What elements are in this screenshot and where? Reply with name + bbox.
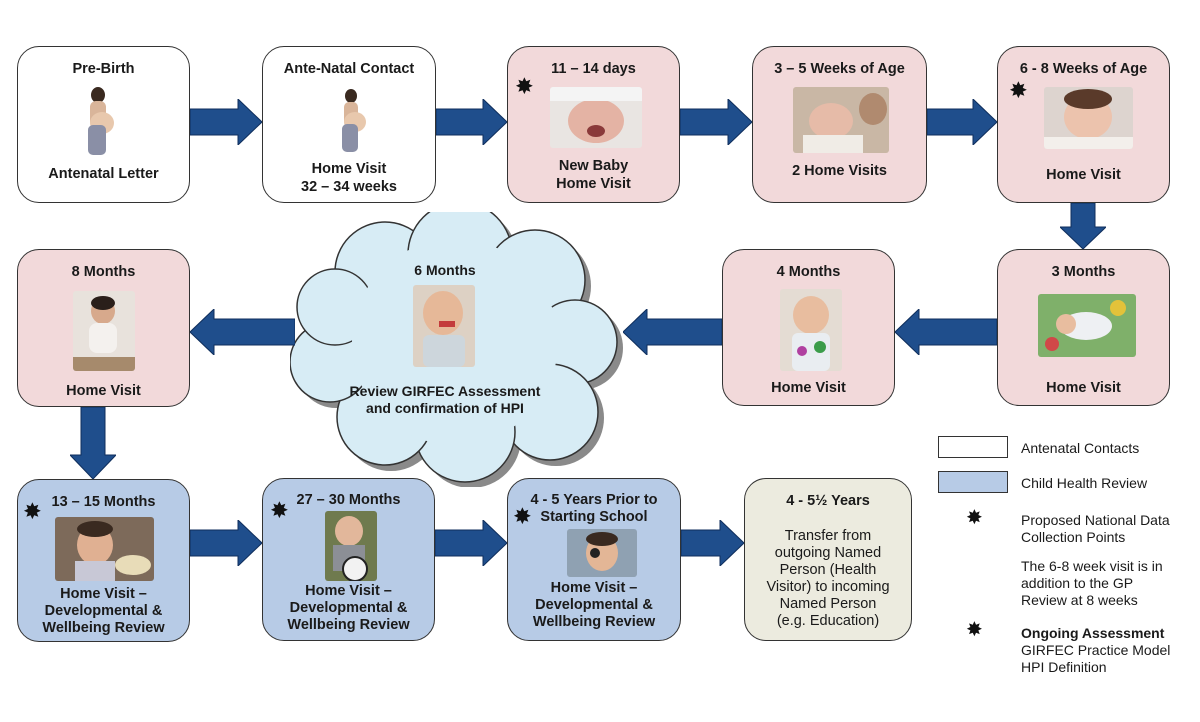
eight-months-box: 8 Months Home Visit: [17, 249, 190, 407]
box-title: 13 – 15 Months: [51, 494, 156, 510]
eleven-fourteen-days-box: ✸ 11 – 14 days New Baby Home Visit: [507, 46, 680, 203]
right-arrow-icon: [680, 99, 752, 145]
legend-note-3: Review at 8 weeks: [1021, 592, 1138, 608]
right-arrow-icon: [436, 99, 507, 145]
national-data-star-icon: ✸: [271, 500, 288, 522]
transfer-line-5: Named Person: [779, 596, 877, 612]
box-caption-1: New Baby: [558, 158, 629, 174]
antenatal-swatch: [938, 436, 1008, 458]
pregnant-woman-photo: [78, 85, 118, 159]
box-title: 3 Months: [1051, 264, 1116, 280]
box-title: 11 – 14 days: [551, 61, 636, 77]
legend-note-2: addition to the GP: [1021, 575, 1134, 591]
right-arrow-icon: [190, 99, 262, 145]
thirteen-fifteen-months-box: ✸ 13 – 15 Months Home Visit – Developmen…: [17, 479, 190, 642]
right-arrow-icon: [190, 520, 262, 566]
child-portrait-photo: [567, 529, 637, 577]
down-arrow-icon: [1060, 203, 1106, 249]
toddler-eating-photo: [55, 517, 154, 581]
box-caption-2: Developmental &: [535, 597, 653, 613]
cloud-caption-2: and confirmation of HPI: [366, 400, 524, 416]
right-arrow-icon: [435, 520, 507, 566]
box-caption: Home Visit: [1046, 167, 1121, 183]
left-arrow-icon: [623, 309, 722, 355]
box-title: Pre-Birth: [72, 61, 135, 77]
legend-ongoing: Ongoing Assessment: [1021, 625, 1165, 641]
twenty-seven-thirty-months-box: ✸ 27 – 30 Months Home Visit – Developmen…: [262, 478, 435, 641]
box-caption-2: Home Visit: [556, 176, 631, 192]
four-months-box: 4 Months Home Visit: [722, 249, 895, 406]
box-caption: Home Visit: [771, 380, 846, 396]
box-caption-1: Home Visit: [311, 161, 387, 177]
box-title: 6 Months: [414, 262, 476, 278]
national-data-star-icon: ✸: [966, 507, 983, 529]
transfer-line-1: Transfer from: [784, 528, 872, 544]
box-title-1: 4 - 5 Years Prior to: [530, 492, 658, 508]
transfer-line-4: Visitor) to incoming: [766, 579, 890, 595]
national-data-star-icon: ✸: [516, 76, 533, 98]
box-title: Ante-Natal Contact: [283, 61, 415, 77]
baby-with-toy-photo: [413, 285, 475, 367]
box-caption-1: Home Visit –: [550, 580, 638, 596]
box-caption-3: Wellbeing Review: [287, 617, 410, 633]
box-caption-3: Wellbeing Review: [42, 620, 165, 636]
legend-hpi-definition: HPI Definition: [1021, 659, 1107, 675]
box-caption: Home Visit: [1046, 380, 1121, 396]
box-title: 6 - 8 Weeks of Age: [1019, 61, 1148, 77]
legend-note-1: The 6-8 week visit is in: [1021, 558, 1163, 574]
legend-antenatal-label: Antenatal Contacts: [1021, 440, 1140, 456]
six-eight-weeks-box: ✸ 6 - 8 Weeks of Age Home Visit: [997, 46, 1170, 203]
legend-ndc-1: Proposed National Data: [1021, 512, 1170, 528]
box-caption-2: 32 – 34 weeks: [301, 179, 397, 195]
four-five-half-years-box: 4 - 5½ Years Transfer from outgoing Name…: [744, 478, 912, 641]
sitting-baby-photo: [73, 291, 135, 371]
crying-baby-photo: [550, 87, 642, 148]
pre-birth-box: Pre-Birth Antenatal Letter: [17, 46, 190, 203]
ongoing-assessment-star-icon: ✸: [966, 619, 983, 641]
box-caption-3: Wellbeing Review: [532, 614, 656, 630]
transfer-line-2: outgoing Named: [774, 545, 882, 561]
baby-with-rattle-photo: [780, 289, 842, 371]
box-caption-2: Developmental &: [44, 603, 163, 619]
transfer-line-6: (e.g. Education): [776, 613, 880, 629]
cloud-caption-1: Review GIRFEC Assessment: [349, 383, 541, 399]
box-caption: Antenatal Letter: [48, 166, 159, 182]
right-arrow-icon: [681, 520, 744, 566]
box-caption-1: Home Visit –: [60, 586, 147, 602]
left-arrow-icon: [895, 309, 997, 355]
box-title: 3 – 5 Weeks of Age: [774, 61, 905, 77]
left-arrow-icon: [190, 309, 295, 355]
baby-on-playmat-photo: [1038, 294, 1136, 357]
down-arrow-icon: [70, 407, 116, 479]
newborn-with-parent-photo: [793, 87, 889, 153]
box-title-2: Starting School: [540, 509, 648, 525]
toddler-with-ball-photo: [325, 511, 377, 581]
smiling-baby-photo: [1044, 87, 1133, 149]
four-five-years-box: ✸ 4 - 5 Years Prior to Starting School H…: [507, 478, 681, 641]
box-caption: Home Visit: [66, 383, 141, 399]
three-months-box: 3 Months Home Visit: [997, 249, 1170, 406]
three-five-weeks-box: 3 – 5 Weeks of Age 2 Home Visits: [752, 46, 927, 203]
national-data-star-icon: ✸: [24, 501, 41, 523]
pregnant-woman-photo: [333, 87, 369, 155]
child-health-swatch: [938, 471, 1008, 493]
box-caption-1: Home Visit –: [305, 583, 392, 599]
box-title: 4 Months: [776, 264, 841, 280]
legend-child-health-label: Child Health Review: [1021, 475, 1148, 491]
national-data-star-icon: ✸: [1010, 80, 1027, 102]
box-title: 8 Months: [71, 264, 136, 280]
right-arrow-icon: [927, 99, 997, 145]
box-title: 4 - 5½ Years: [786, 493, 870, 509]
box-title: 27 – 30 Months: [296, 492, 401, 508]
box-caption: 2 Home Visits: [792, 163, 887, 179]
box-caption-2: Developmental &: [289, 600, 408, 616]
legend-practice-model: GIRFEC Practice Model: [1021, 642, 1171, 658]
national-data-star-icon: ✸: [514, 506, 531, 528]
legend-ndc-2: Collection Points: [1021, 529, 1126, 545]
ante-natal-contact-box: Ante-Natal Contact Home Visit 32 – 34 we…: [262, 46, 436, 203]
transfer-line-3: Person (Health: [779, 562, 877, 578]
